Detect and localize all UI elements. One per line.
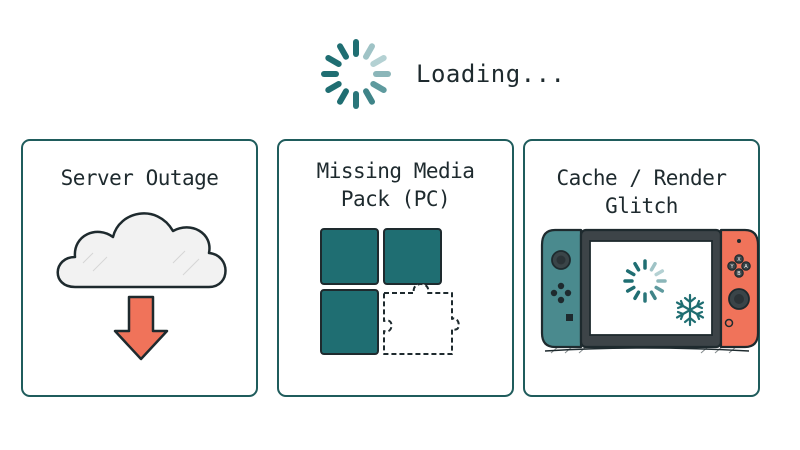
loading-spinner-icon — [321, 39, 391, 109]
missing-puzzle-tiles-icon — [320, 228, 460, 355]
handheld-console-icon: X Y A B — [540, 228, 760, 354]
card-cache-render-glitch: Cache / Render Glitch — [523, 139, 760, 397]
loading-indicator: Loading... — [318, 34, 566, 114]
card-title-line-1: Missing Media — [316, 159, 475, 183]
card-title: Server Outage — [60, 166, 219, 190]
svg-text:X: X — [737, 257, 741, 263]
card-server-outage: Server Outage — [21, 139, 258, 397]
svg-text:B: B — [737, 271, 741, 277]
svg-text:A: A — [744, 264, 748, 270]
card-missing-media-pack: Missing Media Pack (PC) — [277, 139, 514, 397]
svg-text:Y: Y — [729, 264, 734, 270]
card-title-line-2: Pack (PC) — [340, 187, 451, 211]
card-title: Cache / Render Glitch — [556, 166, 727, 218]
cloud-download-icon — [56, 212, 227, 361]
loading-label: Loading... — [416, 60, 566, 88]
